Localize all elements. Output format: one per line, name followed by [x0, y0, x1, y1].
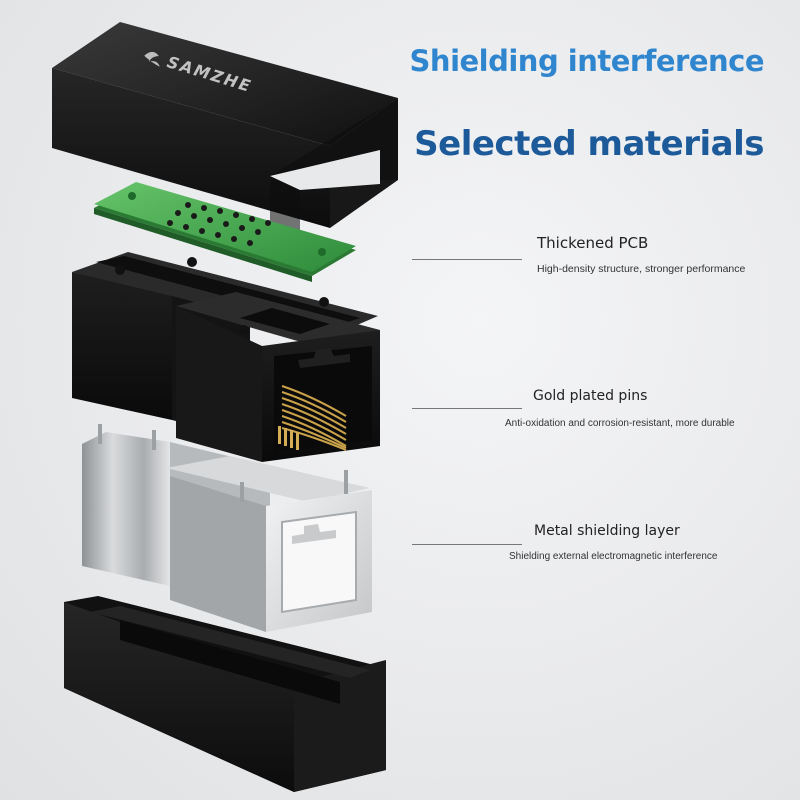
- callout-description: Shielding external electromagnetic inter…: [509, 551, 718, 562]
- callout-leader-line: [412, 259, 522, 260]
- pcb-board: [94, 182, 356, 282]
- callout-title: Metal shielding layer: [534, 523, 680, 539]
- callout-title: Gold plated pins: [533, 388, 648, 404]
- headline-secondary: Selected materials: [414, 124, 764, 164]
- callout-title: Thickened PCB: [537, 234, 649, 252]
- callout-description: High-density structure, stronger perform…: [537, 263, 746, 275]
- bottom-cover: [64, 596, 386, 792]
- callout-leader-line: [412, 408, 522, 409]
- pcb-pin-array: [167, 202, 271, 246]
- metal-shield: [82, 424, 372, 632]
- headline-primary: Shielding interference: [409, 44, 765, 78]
- callout-description: Anti-oxidation and corrosion-resistant, …: [505, 418, 735, 429]
- top-cover: SAMZHE: [52, 22, 398, 236]
- callout-leader-line: [412, 544, 522, 545]
- jack-housing: [72, 252, 380, 462]
- gold-pins: [281, 385, 347, 451]
